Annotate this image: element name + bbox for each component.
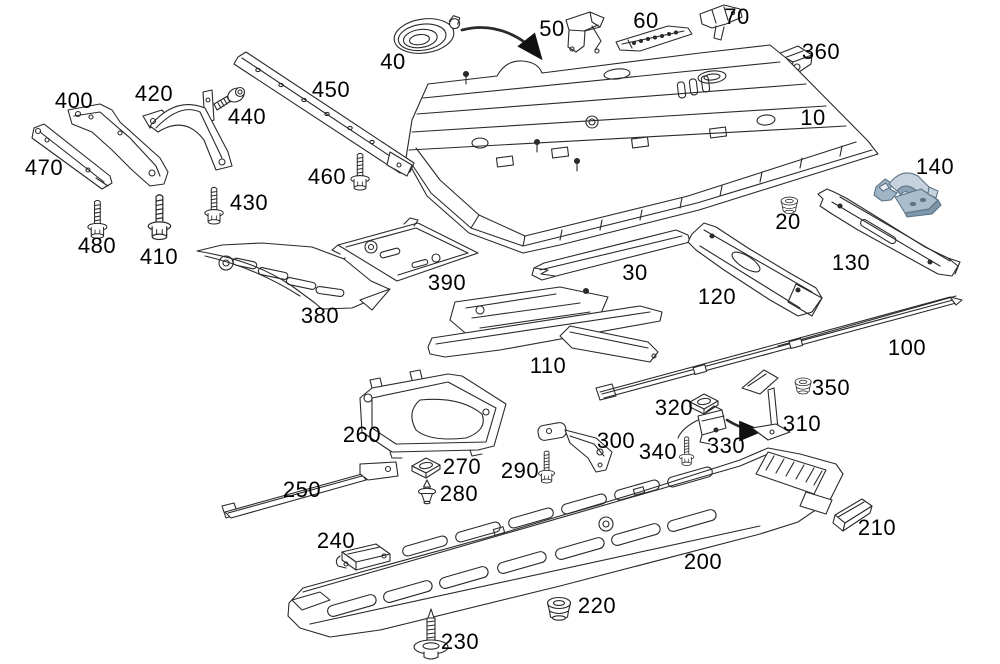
part-130-drawing [817,188,961,277]
part-20-drawing [780,196,799,214]
part-460-drawing [350,152,370,191]
part-470-drawing [31,123,113,190]
part-420-drawing [142,89,233,171]
arrow-40-to-panel-icon [460,26,543,61]
part-270-drawing [411,457,441,479]
part-230-drawing [413,608,449,660]
part-400-drawing [67,103,169,187]
part-220-drawing [546,596,572,621]
part-300-drawing [537,422,613,473]
part-110-drawing [427,286,663,363]
part-260-drawing [359,369,507,459]
part-250-drawing [221,461,399,519]
part-450-drawing [233,51,415,177]
part-380-drawing [196,242,391,311]
part-10-drawing [405,44,879,254]
part-350-drawing [794,377,812,395]
part-290-drawing [538,450,556,484]
part-60-drawing [615,25,693,52]
part-100-drawing [595,295,963,401]
part-210-drawing [832,498,873,532]
part-340-drawing [679,436,695,466]
part-440-drawing [213,86,246,111]
part-410-drawing [147,194,172,241]
part-70-drawing [699,4,743,41]
part-50-drawing [565,11,605,54]
part-330-drawing [677,405,727,445]
part-240-drawing [335,543,391,571]
part-430-drawing [204,186,224,225]
part-390-drawing [331,217,479,282]
part-120-drawing [687,222,823,317]
part-200-drawing [287,447,844,638]
part-280-drawing [417,479,437,505]
part-480-drawing [87,199,108,239]
part-140-drawing [873,172,942,218]
part-40-drawing [393,15,461,54]
part-310-drawing [741,369,791,441]
part-320-drawing [689,393,719,415]
